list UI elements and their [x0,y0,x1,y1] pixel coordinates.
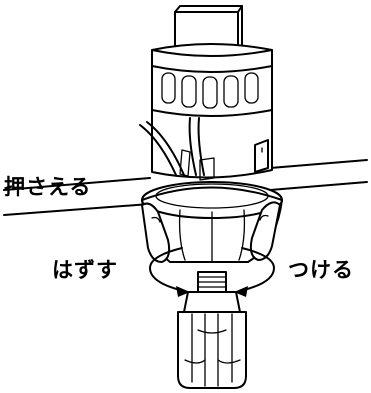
wires [139,117,215,181]
right-hand [249,201,281,261]
bulb-base [183,271,241,313]
left-hand [141,202,171,263]
fluorescent-tubes [177,311,247,389]
top-box [174,5,243,53]
press-label: 押さえる [4,175,92,199]
fixture-body [151,43,273,179]
attach-label: つける [288,258,354,282]
remove-label: はずす [52,258,118,282]
rotation-arrows [149,247,275,297]
lamp-shade [141,181,283,263]
